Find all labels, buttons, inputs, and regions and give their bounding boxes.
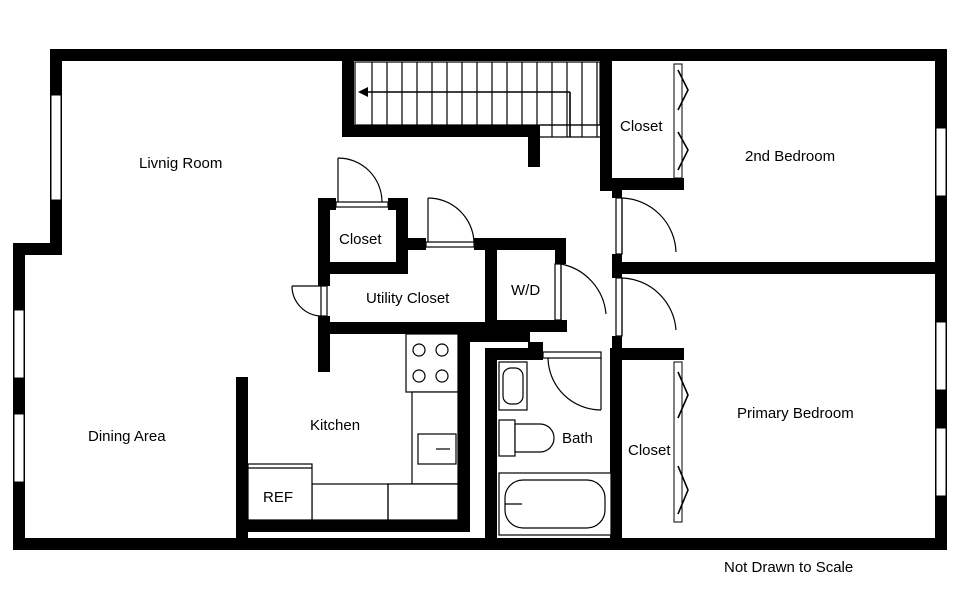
label-closet-second-bedroom: Closet [620,118,663,135]
room-labels: Livnig Room Dining Area Kitchen REF Clos… [88,118,854,576]
staircase [342,61,601,167]
label-closet-primary-bedroom: Closet [628,442,671,459]
label-washer-dryer: W/D [511,282,540,299]
bath-fixtures [498,361,612,536]
label-primary-bedroom: Primary Bedroom [737,405,854,422]
label-living-room: Livnig Room [139,155,222,172]
label-refrigerator: REF [263,489,293,506]
doors [291,63,689,523]
label-second-bedroom: 2nd Bedroom [745,148,835,165]
windows [13,94,947,497]
exterior-walls [13,49,947,550]
scale-note: Not Drawn to Scale [724,559,853,576]
label-bath: Bath [562,430,593,447]
label-utility-closet: Utility Closet [366,290,450,307]
label-kitchen: Kitchen [310,417,360,434]
interior-walls [236,61,947,544]
kitchen-fixtures [247,333,459,521]
label-dining-area: Dining Area [88,428,166,445]
label-closet-entry: Closet [339,231,382,248]
